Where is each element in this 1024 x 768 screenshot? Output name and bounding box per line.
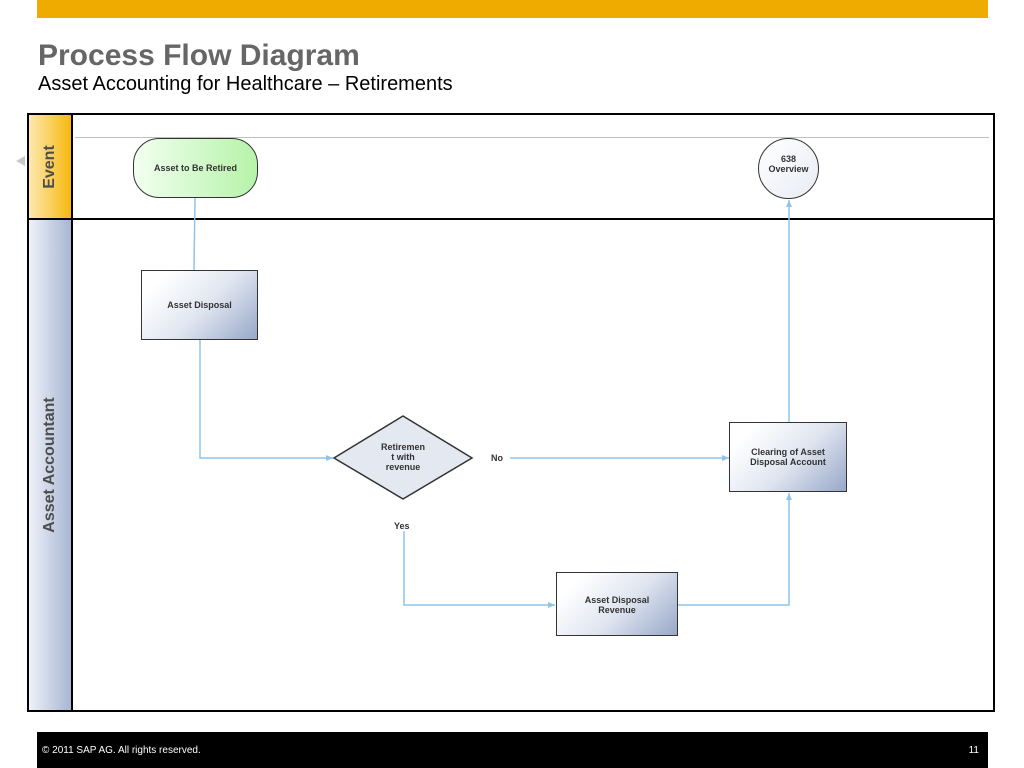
decision-diamond (332, 415, 474, 500)
node-638-overview-label: 638 Overview (768, 154, 809, 174)
node-clearing-of-asset-disposal-account[interactable]: Clearing of Asset Disposal Account (729, 422, 847, 492)
swimlane-diagram: Event Asset Accountant (27, 113, 995, 712)
node-asset-disposal-label: Asset Disposal (167, 300, 232, 310)
connector-decision-to-revenue (403, 531, 555, 608)
footer-copyright: © 2011 SAP AG. All rights reserved. (42, 745, 201, 756)
node-asset-disposal-revenue-label: Asset Disposal Revenue (584, 595, 650, 615)
page-title: Process Flow Diagram (38, 39, 360, 72)
node-638-overview[interactable]: 638 Overview (758, 138, 819, 199)
node-clearing-label: Clearing of Asset Disposal Account (750, 447, 826, 467)
decision-label: Retiremen t with revenue (380, 442, 425, 472)
slide-marker-icon (16, 156, 25, 166)
node-asset-to-be-retired[interactable]: Asset to Be Retired (133, 138, 258, 198)
node-asset-to-be-retired-label: Asset to Be Retired (153, 163, 238, 173)
connector-revenue-to-clearing (678, 493, 792, 606)
lane-event: Event (29, 115, 73, 218)
edge-label-no: No (491, 453, 503, 463)
node-asset-disposal-revenue[interactable]: Asset Disposal Revenue (556, 572, 678, 636)
footer-page-number: 11 (968, 745, 979, 756)
top-accent-bar (37, 0, 988, 18)
connector-start-to-disposal (193, 197, 196, 271)
lane-divider (29, 218, 993, 220)
edge-label-yes: Yes (394, 521, 410, 531)
page-subtitle: Asset Accounting for Healthcare – Retire… (38, 73, 453, 95)
connector-disposal-to-decision (199, 340, 333, 461)
footer: © 2011 SAP AG. All rights reserved. 11 (37, 732, 988, 768)
node-asset-disposal[interactable]: Asset Disposal (141, 270, 258, 340)
lane-header-line (75, 137, 989, 138)
lane-asset-accountant: Asset Accountant (29, 220, 73, 710)
